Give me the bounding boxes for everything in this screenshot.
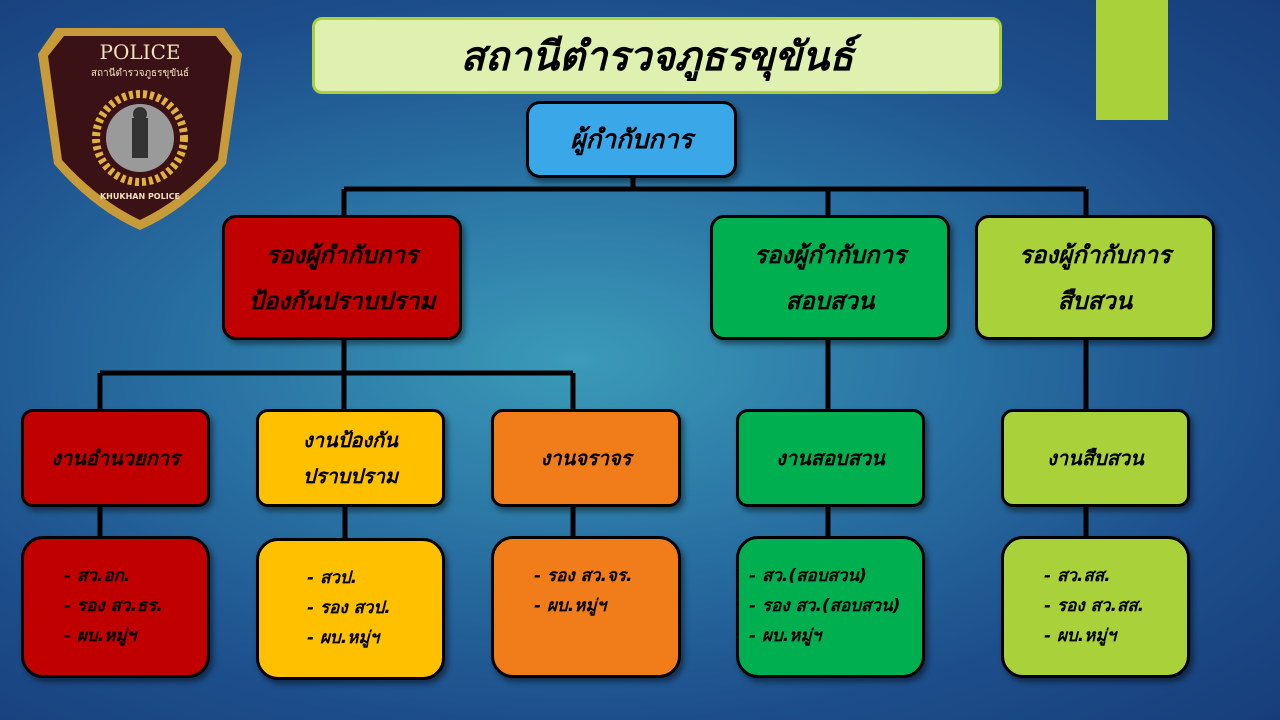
logo-bottom-text: KHUKHAN POLICE: [99, 192, 181, 201]
page-title: สถานีตำรวจภูธรขุขันธ์: [312, 17, 1002, 94]
staff-item: - ผบ.หมู่ฯ: [534, 596, 607, 616]
unit-detective-box: งานสืบสวน: [1001, 409, 1190, 507]
deputy-investigation-box: รองผู้กำกับการ สอบสวน: [710, 215, 950, 340]
title-text: สถานีตำรวจภูธรขุขันธ์: [460, 33, 854, 80]
staff-item: - รอง สว.ธร.: [64, 596, 163, 616]
staff-item: - ผบ.หมู่ฯ: [64, 626, 137, 646]
staff-item: - สว.อก.: [64, 566, 131, 586]
staff-item: - ผบ.หมู่ฯ: [1044, 626, 1117, 646]
staff-item: - สว.สส.: [1044, 566, 1111, 586]
head-box: ผู้กำกับการ: [526, 101, 737, 178]
head-label: ผู้กำกับการ: [570, 124, 693, 155]
staff-item: - รอง สว.(สอบสวน): [749, 596, 901, 616]
staff-traffic-box: - รอง สว.จร. - ผบ.หมู่ฯ: [491, 536, 681, 678]
unit-label: งานจราจร: [540, 446, 632, 470]
police-logo: POLICE สถานีตำรวจภูธรขุขันธ์ KHUKHAN POL…: [36, 14, 244, 232]
unit-traffic-box: งานจราจร: [491, 409, 681, 507]
deputy-detective-box: รองผู้กำกับการ สืบสวน: [975, 215, 1215, 340]
deputy-title: รองผู้กำกับการ: [266, 240, 418, 269]
logo-sub-text: สถานีตำรวจภูธรขุขันธ์: [90, 68, 190, 79]
unit-suppression-box: งานป้องกัน ปราบปราม: [256, 409, 445, 507]
staff-item: - รอง สว.สส.: [1044, 596, 1145, 616]
staff-item: - ผบ.หมู่ฯ: [307, 628, 380, 648]
unit-label: งานสอบสวน: [776, 446, 885, 470]
unit-label: งานอำนวยการ: [51, 446, 180, 470]
staff-item: - รอง สวป.: [307, 598, 391, 618]
deputy-dept: สอบสวน: [785, 286, 875, 315]
logo-top-text: POLICE: [99, 40, 181, 64]
accent-bar: [1096, 0, 1168, 120]
staff-item: - สว.(สอบสวน): [749, 566, 867, 586]
staff-investigation-box: - สว.(สอบสวน) - รอง สว.(สอบสวน) - ผบ.หมู…: [736, 536, 925, 678]
staff-item: - รอง สว.จร.: [534, 566, 633, 586]
unit-label: งานป้องกัน: [303, 428, 398, 452]
staff-item: - สวป.: [307, 568, 358, 588]
deputy-dept: ป้องกันปราบปราม: [248, 286, 436, 315]
deputy-title: รองผู้กำกับการ: [754, 240, 906, 269]
staff-admin-box: - สว.อก. - รอง สว.ธร. - ผบ.หมู่ฯ: [21, 536, 210, 678]
unit-investigation-box: งานสอบสวน: [736, 409, 925, 507]
unit-label-2: ปราบปราม: [302, 464, 399, 488]
deputy-title: รองผู้กำกับการ: [1019, 240, 1171, 269]
deputy-suppression-box: รองผู้กำกับการ ป้องกันปราบปราม: [222, 215, 462, 340]
staff-detective-box: - สว.สส. - รอง สว.สส. - ผบ.หมู่ฯ: [1001, 536, 1190, 678]
deputy-dept: สืบสวน: [1057, 286, 1133, 315]
staff-item: - ผบ.หมู่ฯ: [749, 626, 822, 646]
staff-suppression-box: - สวป. - รอง สวป. - ผบ.หมู่ฯ: [256, 538, 445, 680]
unit-label: งานสืบสวน: [1047, 446, 1144, 470]
unit-admin-box: งานอำนวยการ: [21, 409, 210, 507]
